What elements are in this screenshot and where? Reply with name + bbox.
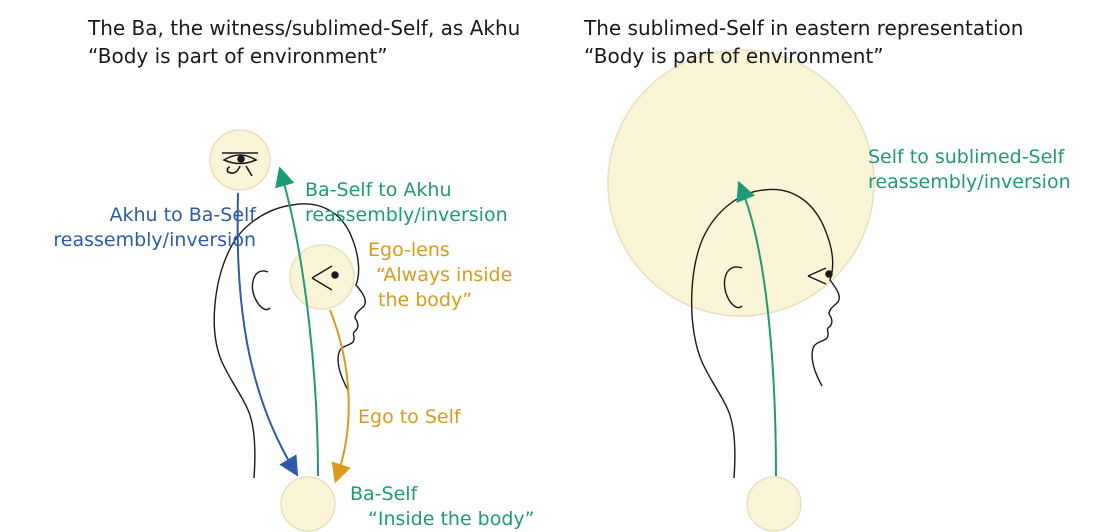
self-to-sublimed-label: Self to sublimed-Self reassembly/inversi…	[868, 145, 1071, 195]
ego-to-self-label: Ego to Self	[358, 405, 461, 430]
self-to-sublimed-line2: reassembly/inversion	[868, 170, 1071, 195]
ba-self-line2: “Inside the body”	[350, 507, 535, 532]
ba-self-to-akhu-line2: reassembly/inversion	[305, 203, 508, 228]
ego-lens-label: Ego-lens “Always inside the body”	[368, 238, 512, 313]
right-title-line1: The sublimed-Self in eastern representat…	[584, 14, 1023, 42]
ba-self-line1: Ba-Self	[350, 482, 535, 507]
ba-self-circle	[281, 477, 335, 531]
left-title-line2: “Body is part of environment”	[88, 42, 520, 70]
right-title-line2: “Body is part of environment”	[584, 42, 1023, 70]
akhu-to-ba-self-line1: Akhu to Ba-Self	[8, 203, 256, 228]
akhu-to-ba-self-label: Akhu to Ba-Self reassembly/inversion	[8, 203, 256, 253]
sublimed-self-halo	[608, 50, 874, 316]
akhu-to-ba-self-line2: reassembly/inversion	[8, 228, 256, 253]
ego-to-self-arrow	[330, 310, 349, 474]
self-circle-right	[747, 477, 801, 531]
left-title: The Ba, the witness/sublimed-Self, as Ak…	[88, 14, 520, 70]
ear-left	[252, 271, 270, 310]
ba-self-to-akhu-label: Ba-Self to Akhu reassembly/inversion	[305, 178, 508, 228]
ego-lens-line2: “Always inside	[368, 263, 512, 288]
ego-to-self-text: Ego to Self	[358, 405, 461, 430]
self-to-sublimed-line1: Self to sublimed-Self	[868, 145, 1071, 170]
ego-lens-line3: the body”	[368, 288, 512, 313]
ba-self-label: Ba-Self “Inside the body”	[350, 482, 535, 532]
ba-self-to-akhu-line1: Ba-Self to Akhu	[305, 178, 508, 203]
right-title: The sublimed-Self in eastern representat…	[584, 14, 1023, 70]
ego-lens-line1: Ego-lens	[368, 238, 512, 263]
left-title-line1: The Ba, the witness/sublimed-Self, as Ak…	[88, 14, 520, 42]
